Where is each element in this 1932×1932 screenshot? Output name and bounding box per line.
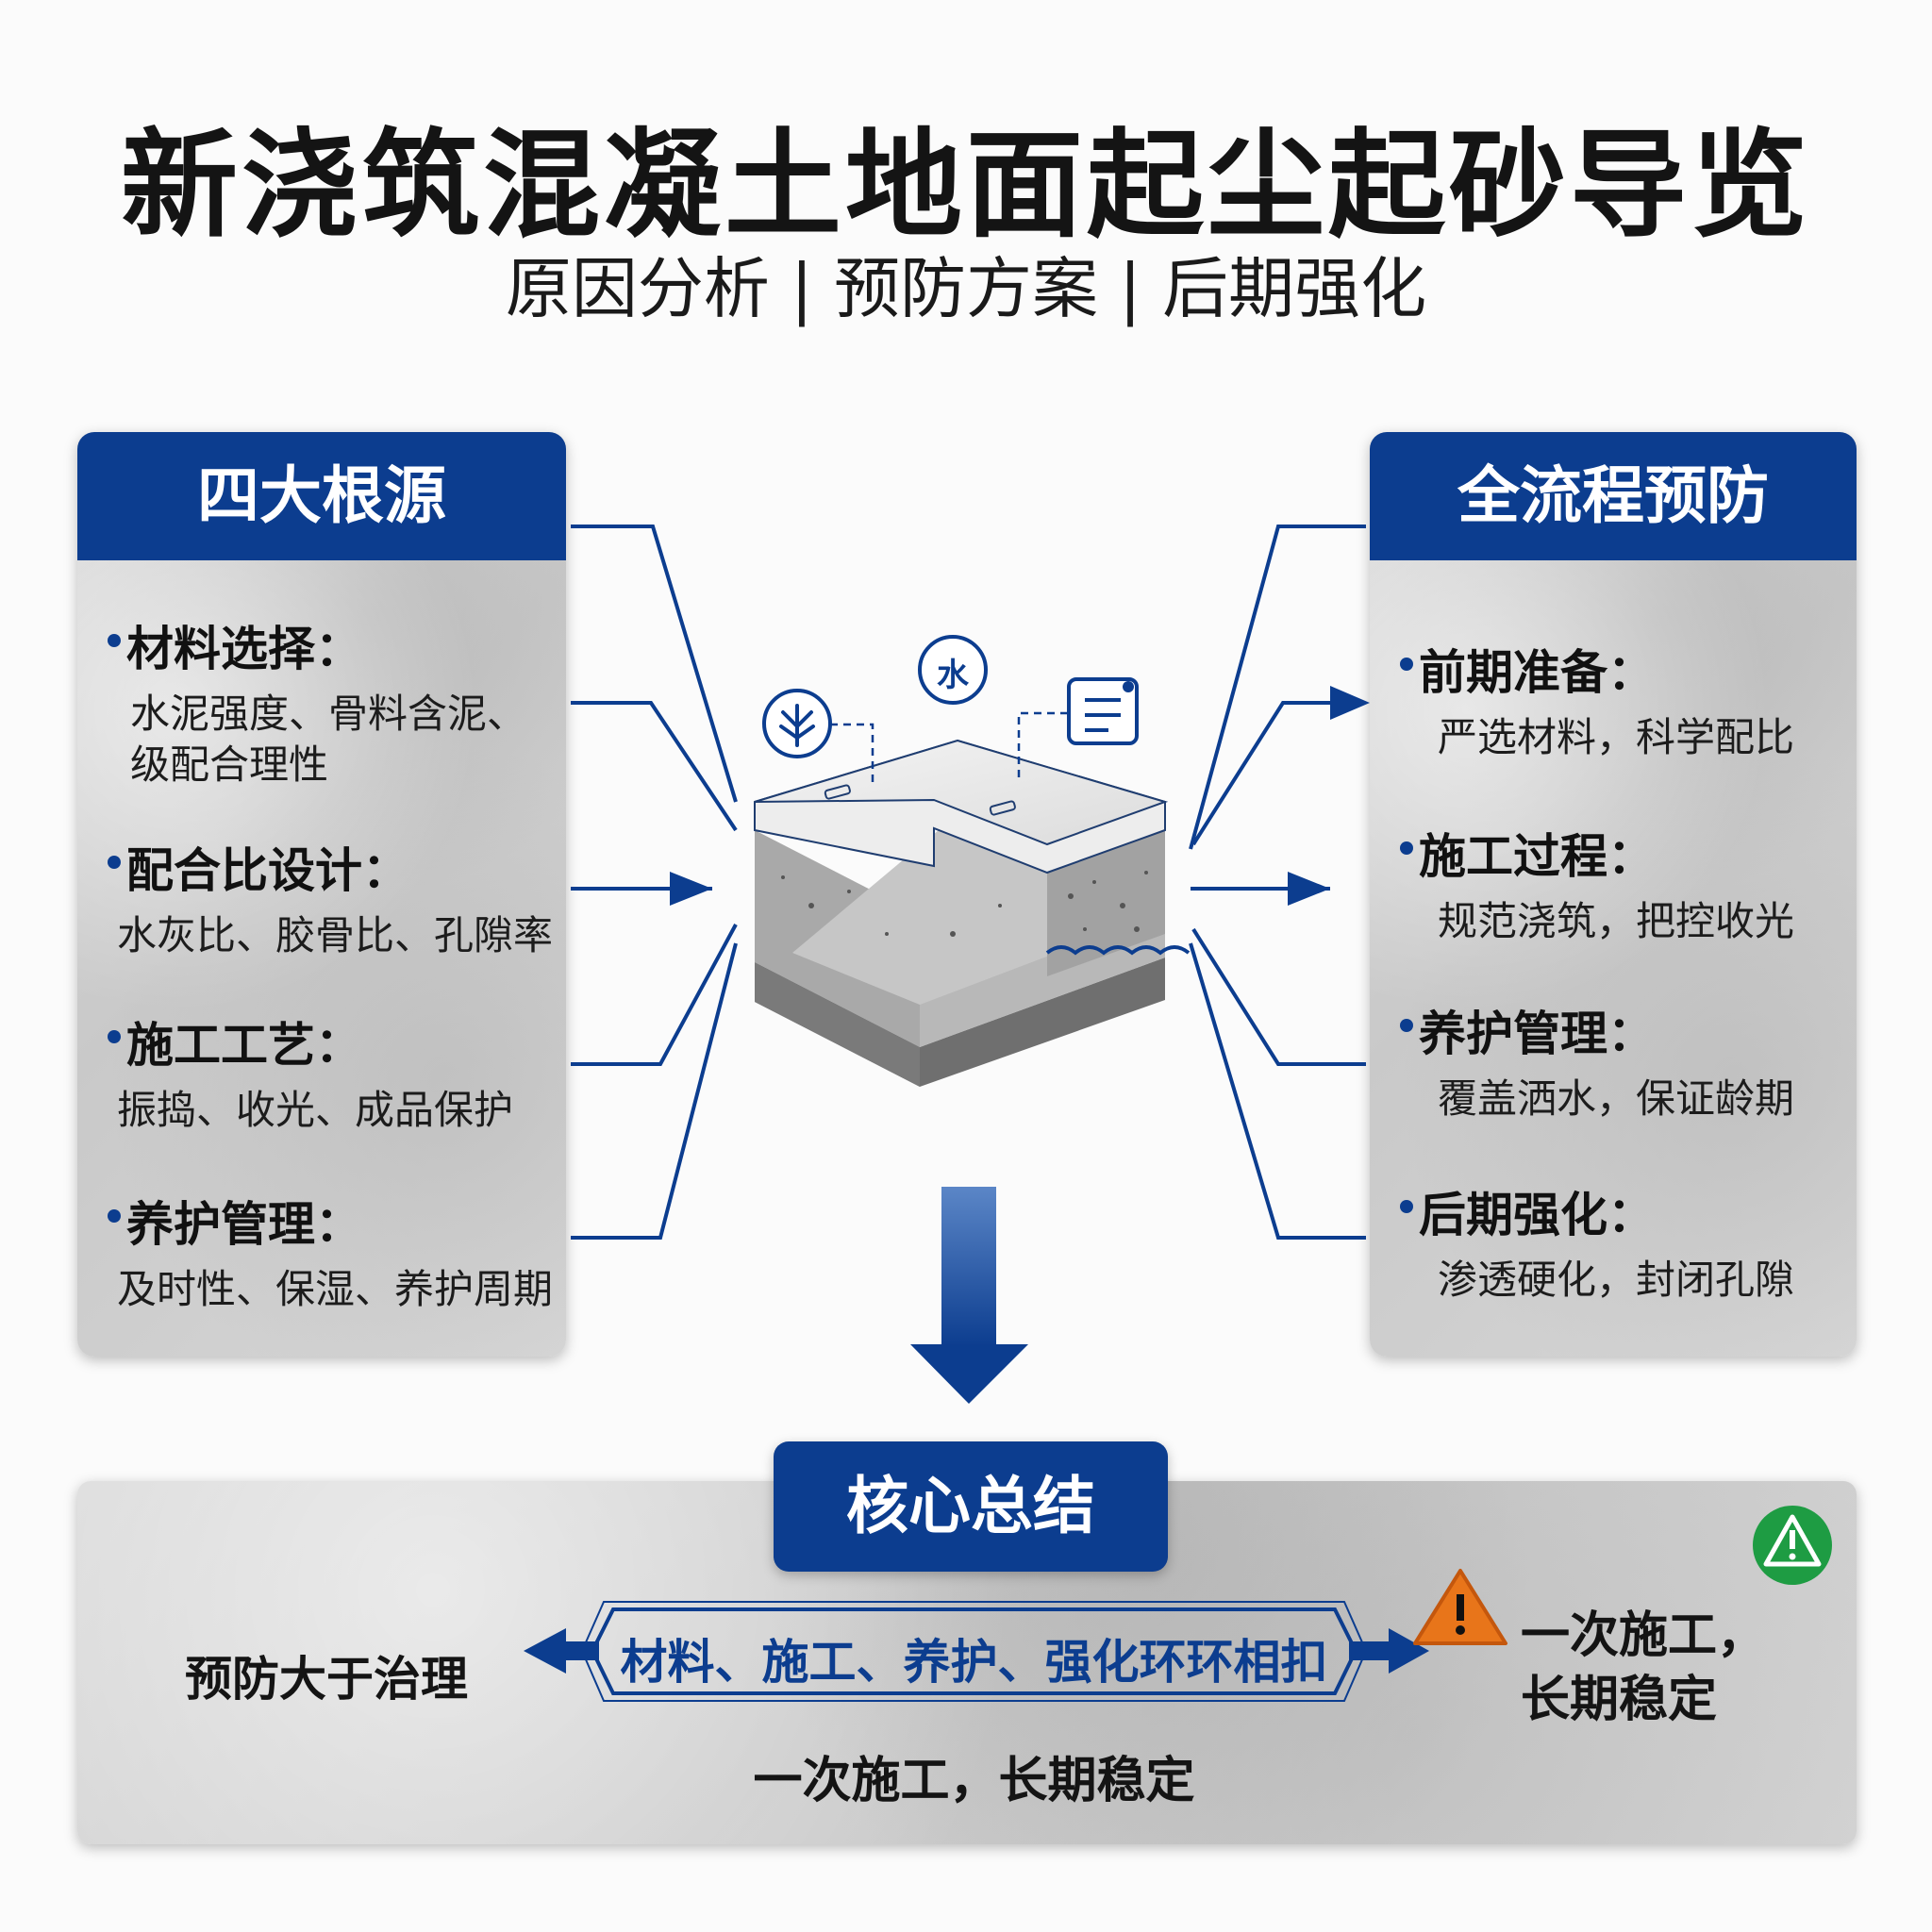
left-item-mix-design-title: 配合比设计： (126, 843, 409, 898)
bullet-dot (108, 856, 121, 869)
right-item-preparation: 前期准备： 严选材料，科学配比 (1370, 635, 1857, 763)
left-item-curing-desc: 及时性、保湿、养护周期 (117, 1266, 554, 1312)
summary-right-line: 一次施工， (1521, 1607, 1767, 1664)
right-connector-arrowhead-top (1330, 686, 1370, 720)
water-icon-label: 水 (937, 657, 969, 694)
summary-right-text: 一次施工， 长期稳定 (1521, 1604, 1766, 1732)
summary-right-line: 长期稳定 (1521, 1672, 1718, 1728)
left-connector-2 (571, 701, 738, 832)
left-item-construction-title: 施工工艺： (126, 1018, 362, 1073)
bullet-dot (1400, 1019, 1413, 1032)
left-item-construction-desc: 振捣、收光、成品保护 (117, 1087, 514, 1133)
right-item-curing-desc: 覆盖洒水，保证龄期 (1438, 1075, 1795, 1122)
left-item-materials-title: 材料选择： (126, 622, 362, 676)
left-arrow-icon (524, 1628, 599, 1674)
icon-callout-lines (830, 711, 1068, 788)
right-item-process: 施工过程： 规范浇筑，把控收光 (1370, 819, 1857, 947)
left-item-mix-design: 配合比设计： 水灰比、胶骨比、孔隙率 (77, 833, 566, 961)
desc-line: 级配合理性 (130, 741, 329, 788)
left-item-curing-title: 养护管理： (126, 1197, 362, 1252)
warning-triangle-icon (1413, 1569, 1507, 1645)
right-item-hardening-title: 后期强化： (1419, 1188, 1655, 1242)
left-connector-1 (571, 525, 738, 803)
summary-bottom-text: 一次施工，长期稳定 (753, 1753, 1195, 1809)
bullet-dot (108, 1209, 121, 1223)
right-connector-5 (1189, 942, 1366, 1240)
right-connector-arrowhead-middle (1288, 872, 1330, 906)
left-connector-arrowhead (670, 872, 712, 906)
left-connector-5 (571, 942, 738, 1240)
bullet-dot (108, 1030, 121, 1043)
left-connector-4 (571, 924, 738, 1066)
summary-left-text: 预防大于治理 (185, 1652, 468, 1707)
summary-center-text: 材料、施工、养护、强化环环相扣 (620, 1635, 1328, 1690)
left-connectors (571, 525, 738, 1240)
right-item-process-title: 施工过程： (1419, 829, 1655, 884)
right-item-hardening-desc: 渗透硬化，封闭孔隙 (1438, 1257, 1795, 1303)
concrete-layer-illustration (754, 739, 1191, 1087)
page-subtitle: 原因分析 | 预防方案 | 后期强化 (505, 250, 1427, 327)
bullet-dot (1400, 1200, 1413, 1213)
bullet-dot (108, 634, 121, 647)
right-connector-1 (1189, 525, 1366, 850)
left-item-mix-design-desc: 水灰比、胶骨比、孔隙率 (117, 912, 554, 958)
page-title: 新浇筑混凝土地面起尘起砂导览 (120, 118, 1811, 254)
left-item-curing: 养护管理： 及时性、保湿、养护周期 (77, 1187, 566, 1315)
right-item-preparation-desc: 严选材料，科学配比 (1438, 714, 1795, 760)
left-panel: 四大根源 材料选择： 水泥强度、骨料含泥、 级配合理性 配合比设计： 水灰比、胶… (77, 432, 566, 1357)
right-item-curing: 养护管理： 覆盖洒水，保证龄期 (1370, 996, 1857, 1124)
root-icon (762, 689, 832, 758)
right-item-hardening: 后期强化： 渗透硬化，封闭孔隙 (1370, 1177, 1857, 1306)
right-panel-header: 全流程预防 (1370, 432, 1857, 560)
right-item-curing-title: 养护管理： (1419, 1007, 1655, 1061)
left-panel-header: 四大根源 (77, 432, 566, 560)
right-connectors (1189, 525, 1366, 1240)
bullet-dot (1400, 658, 1413, 671)
right-arrow-icon (1349, 1628, 1429, 1674)
summary-header: 核心总结 (774, 1441, 1168, 1572)
right-connector-2 (1191, 701, 1330, 846)
right-connector-4 (1191, 927, 1366, 1066)
right-item-process-desc: 规范浇筑，把控收光 (1438, 898, 1795, 944)
bullet-dot (1400, 841, 1413, 855)
left-item-materials-desc: 水泥强度、骨料含泥、 级配合理性 (77, 689, 566, 791)
green-warning-circle-icon (1753, 1506, 1832, 1585)
water-icon (918, 635, 988, 705)
document-icon (1067, 677, 1139, 745)
right-panel: 全流程预防 前期准备： 严选材料，科学配比 施工过程： 规范浇筑，把控收光 养护… (1370, 432, 1857, 1357)
right-item-preparation-title: 前期准备： (1419, 645, 1655, 700)
left-item-materials: 材料选择： 水泥强度、骨料含泥、 级配合理性 (77, 611, 566, 791)
desc-line: 水泥强度、骨料含泥、 (130, 691, 527, 737)
left-item-construction: 施工工艺： 振捣、收光、成品保护 (77, 1008, 566, 1136)
down-arrow-icon (910, 1187, 1028, 1404)
